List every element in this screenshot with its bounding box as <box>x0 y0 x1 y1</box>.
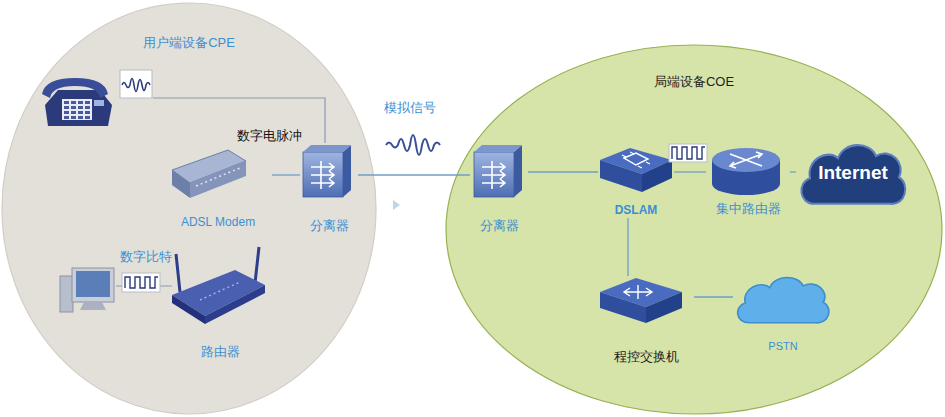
dslam-icon <box>624 153 648 165</box>
core-router-icon <box>712 148 780 195</box>
splitter-icon <box>474 145 522 197</box>
analog-wave-symbol <box>386 135 440 155</box>
voice-wave-symbol <box>122 79 150 92</box>
signal-name: 数字电脉冲 <box>237 128 302 144</box>
adsl-modem: ADSL Modem <box>164 146 272 230</box>
signal-name: 数字比特 <box>120 249 172 265</box>
cpe-region: 用户端设备CPE ADSL Modem 分离器路由器 <box>1 2 377 415</box>
computer-icon <box>80 302 106 310</box>
region-ellipse <box>446 45 942 414</box>
region-heading: 局端设备COE <box>654 74 734 90</box>
core-router-icon <box>730 152 762 168</box>
computer-icon <box>60 276 73 312</box>
device-label: 分离器 <box>310 218 349 234</box>
device-label: 分离器 <box>480 218 519 234</box>
wifi-router-icon <box>200 282 240 300</box>
computer-icon <box>72 268 114 302</box>
digital-wave-symbol <box>125 277 158 288</box>
device-label: 集中路由器 <box>716 201 781 217</box>
core-router: 集中路由器 <box>706 144 790 218</box>
dslam-icon <box>622 152 650 168</box>
telephone-icon <box>62 99 92 120</box>
cloud-outline <box>733 272 833 326</box>
edge-label: 模拟信号 <box>384 100 436 116</box>
region-heading: 用户端设备CPE <box>143 35 235 51</box>
cloud-label: Internet <box>818 162 888 185</box>
signal-line <box>528 171 598 172</box>
region-outline <box>445 44 943 415</box>
digital-wave-symbol <box>122 273 160 292</box>
device-label: ADSL Modem <box>181 215 255 229</box>
splitter: 分离器 <box>300 143 358 235</box>
digital-wave-symbol <box>122 273 160 292</box>
core-router-icon <box>712 173 780 195</box>
core-router-icon <box>712 148 780 172</box>
signal-line <box>358 174 470 175</box>
dslam: DSLAM <box>598 144 674 218</box>
telephone-icon <box>42 78 112 126</box>
switch-icon <box>624 285 652 299</box>
voice-wave-symbol <box>120 70 152 98</box>
digital-wave-symbol <box>669 144 707 162</box>
computer-icon <box>76 271 110 297</box>
splitter-icon <box>303 145 351 197</box>
region-ellipse <box>2 3 376 414</box>
digital-wave-symbol <box>672 147 705 159</box>
region-outline <box>1 2 377 415</box>
cloud-shape <box>738 278 829 323</box>
telephone-icon <box>62 99 92 120</box>
signal-line <box>272 174 300 175</box>
cloud-label: PSTN <box>768 340 797 353</box>
cloud-shape <box>801 145 905 204</box>
router: 路由器 <box>170 245 270 361</box>
internet-cloud: Internet <box>796 138 910 208</box>
pstn-cloud: PSTN <box>733 272 833 354</box>
digital-wave-symbol <box>669 144 707 162</box>
splitter: 分离器 <box>470 143 528 235</box>
device-label: 路由器 <box>201 344 240 360</box>
small-triangle <box>393 200 400 210</box>
device-label: DSLAM <box>615 203 658 217</box>
telephone-icon <box>94 100 104 106</box>
signal-line <box>694 296 733 297</box>
device-label: 程控交换机 <box>614 349 679 365</box>
program-switch: 程控交换机 <box>598 276 694 366</box>
analog-wave-symbol <box>386 135 440 155</box>
coe-region: 局端设备COE 分离器 DSLAM 集中路由器 Internet 程控交换机 PSTN <box>445 44 943 415</box>
signal-line <box>674 171 706 172</box>
voice-wave-symbol <box>120 70 152 98</box>
signal-line <box>790 171 796 172</box>
signal-line <box>627 218 628 276</box>
